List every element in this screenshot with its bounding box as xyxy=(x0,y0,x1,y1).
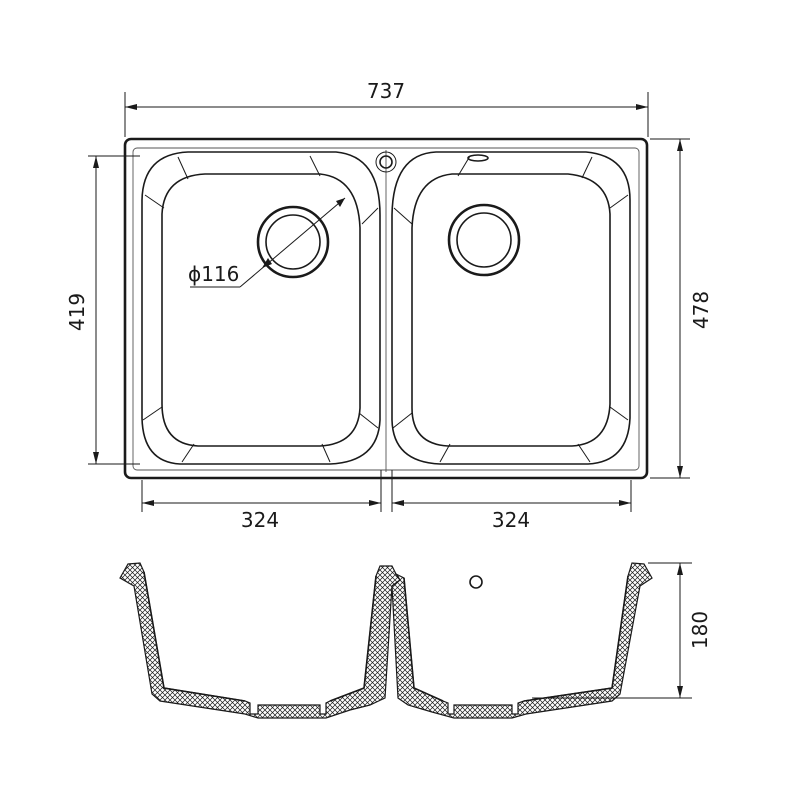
tap-hole-inner xyxy=(379,155,393,169)
dimension-bowl-widths: 324 324 xyxy=(141,470,632,532)
right-drain-outer xyxy=(447,203,521,277)
bowl-depth-label: 419 xyxy=(65,293,89,331)
left-drain-inner xyxy=(265,214,321,270)
tap-hole-outer xyxy=(375,151,397,173)
dimension-overall-depth: 478 xyxy=(650,138,713,479)
left-bowl xyxy=(141,151,381,465)
section-view xyxy=(119,562,653,719)
left-drain-outer xyxy=(256,205,330,279)
right-bowl xyxy=(391,151,631,465)
overall-depth-label: 478 xyxy=(689,291,713,329)
dimension-bowl-depth: 419 xyxy=(65,155,140,465)
overall-width-label: 737 xyxy=(367,79,405,103)
bowl-height-label: 180 xyxy=(688,611,712,649)
right-bowl-width-label: 324 xyxy=(492,508,530,532)
overflow-slot xyxy=(467,154,489,162)
dimension-overall-width: 737 xyxy=(124,79,649,137)
left-bowl-width-label: 324 xyxy=(241,508,279,532)
top-view xyxy=(123,137,649,480)
right-drain-inner xyxy=(456,212,512,268)
dimension-bowl-height: 180 xyxy=(532,562,712,699)
drain-diameter-label: ϕ116 xyxy=(188,262,239,286)
sink-outer-rim xyxy=(123,137,649,480)
section-overflow-hole xyxy=(469,575,483,589)
left-bowl-section xyxy=(119,562,401,719)
